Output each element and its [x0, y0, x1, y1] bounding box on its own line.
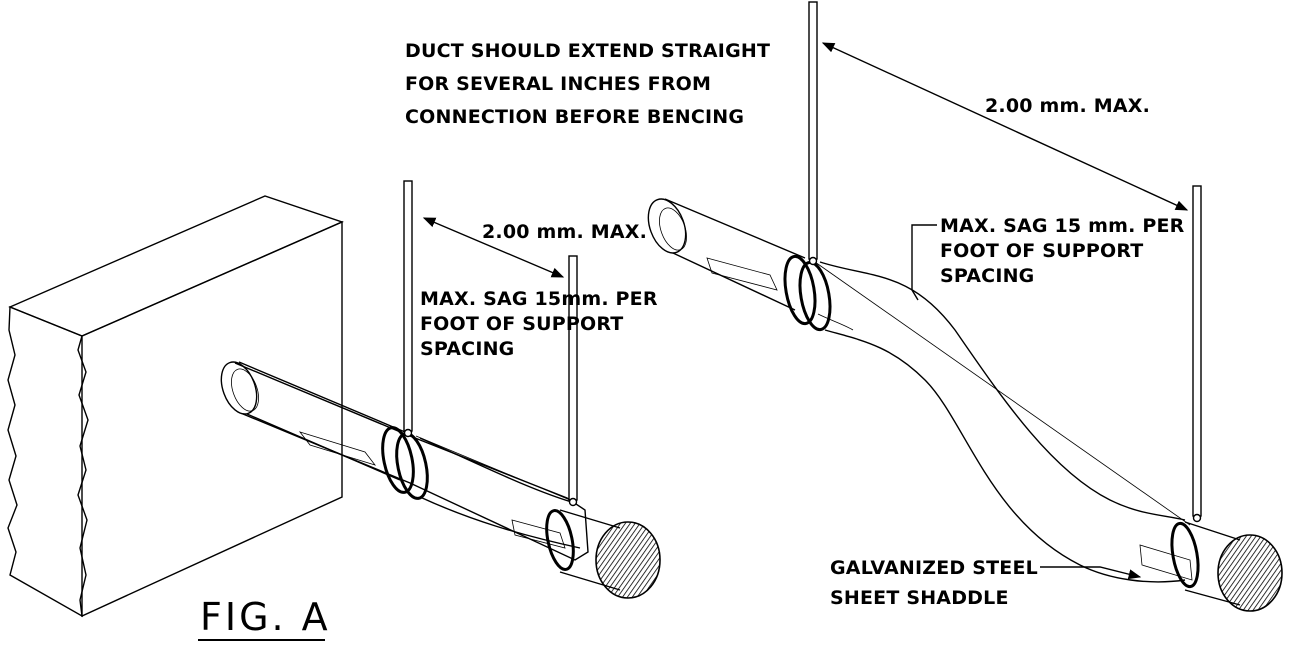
note-line-3: CONNECTION BEFORE BENCING: [405, 106, 744, 128]
note-line-2: FOR SEVERAL INCHES FROM: [405, 73, 711, 95]
left-spacing-dimension: [422, 217, 565, 278]
left-sag-line-1: MAX. SAG 15mm. PER: [420, 288, 658, 310]
left-hangers: [403, 180, 578, 507]
plenum-box: [7, 195, 344, 618]
shaddle-note: GALVANIZED STEEL SHEET SHADDLE: [830, 557, 1038, 609]
right-sag-line-2: FOOT OF SUPPORT: [940, 240, 1143, 262]
left-assembly: [7, 180, 661, 618]
note-line-1: DUCT SHOULD EXTEND STRAIGHT: [405, 40, 770, 62]
right-hanger-1: [808, 1, 818, 260]
note-text: DUCT SHOULD EXTEND STRAIGHT FOR SEVERAL …: [405, 40, 770, 128]
right-duct: [647, 198, 1283, 612]
left-sag-line-3: SPACING: [420, 338, 514, 360]
right-sag-note: MAX. SAG 15 mm. PER FOOT OF SUPPORT SPAC…: [940, 215, 1185, 287]
left-spacing-label: 2.00 mm. MAX.: [482, 221, 647, 243]
right-spacing-label: 2.00 mm. MAX.: [985, 95, 1150, 117]
right-spacing-dimension: [821, 42, 1189, 211]
figure-label: FIG. A: [200, 595, 331, 639]
right-duct-opening: [1217, 534, 1283, 612]
right-hangers: [808, 1, 1202, 523]
right-hanger-2: [1192, 185, 1202, 517]
shaddle-line-1: GALVANIZED STEEL: [830, 557, 1038, 579]
left-duct-opening: [595, 521, 661, 599]
left-sag-line-2: FOOT OF SUPPORT: [420, 313, 623, 335]
right-sag-line-3: SPACING: [940, 265, 1034, 287]
right-sag-leader: [911, 224, 937, 301]
right-assembly: [647, 1, 1283, 612]
left-hanger-1: [403, 180, 413, 432]
shaddle-line-2: SHEET SHADDLE: [830, 587, 1009, 609]
right-sag-line-1: MAX. SAG 15 mm. PER: [940, 215, 1185, 237]
left-duct: [220, 361, 661, 599]
shaddle-leader: [1040, 566, 1142, 580]
figure-caption: FIG. A: [198, 595, 331, 641]
left-sag-note: MAX. SAG 15mm. PER FOOT OF SUPPORT SPACI…: [420, 288, 658, 360]
